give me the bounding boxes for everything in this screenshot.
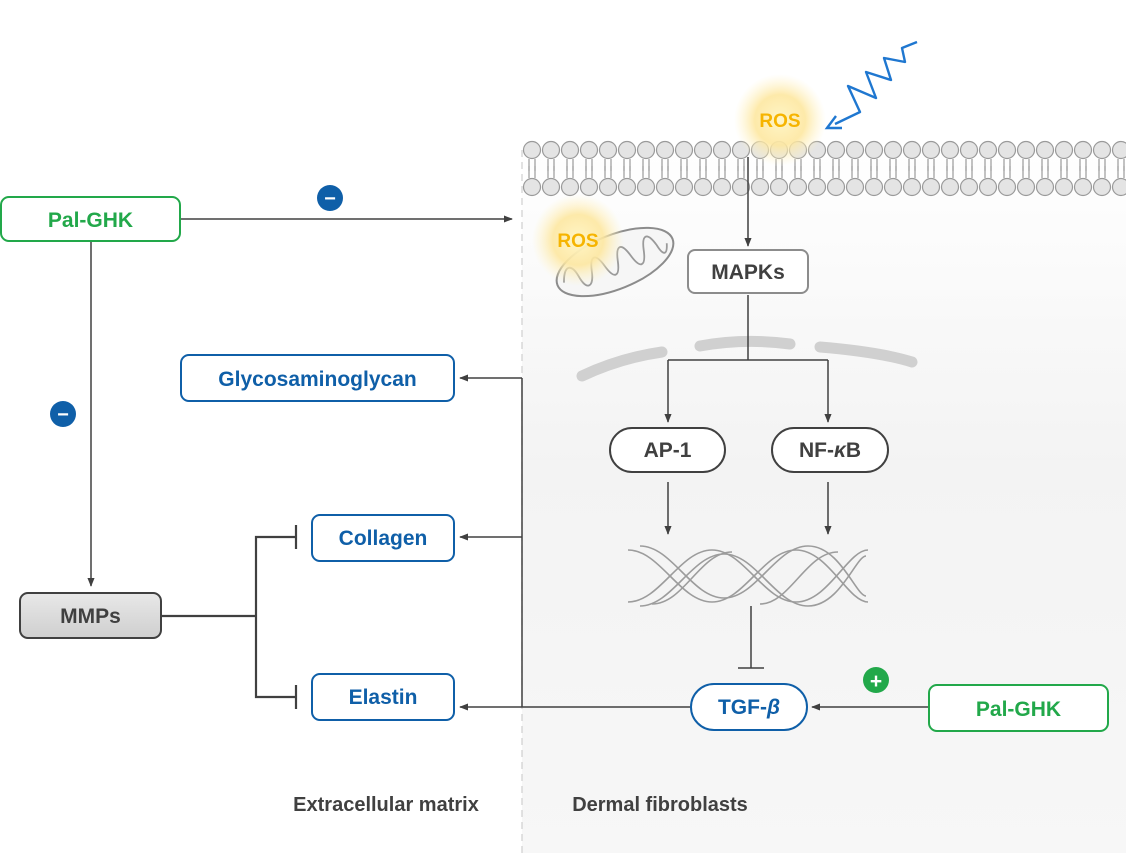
lipid-head [1054,140,1074,160]
svg-text:NF-κB: NF-κB [799,439,861,462]
ros-glow-membrane [734,74,826,166]
lipid-head [1073,177,1093,197]
svg-text:Elastin: Elastin [349,686,418,709]
node-pal-ghk-right: Pal-GHK [928,684,1109,732]
uv-radiation-icon [824,40,918,130]
lipid-head [864,140,884,160]
lipid-head [997,140,1017,160]
inhibit-badge-left: − [50,401,76,427]
connectors [87,157,928,711]
ros-label-mito: ROS [557,231,598,252]
dna-helix-icon [627,545,869,607]
lipid-head [1111,177,1126,197]
svg-text:−: − [57,404,69,426]
lipid-head [655,177,675,197]
lipid-head [560,140,580,160]
lipid-head [541,140,561,160]
node-nfkb: NF-κB [771,427,889,473]
node-glycosaminoglycan: Glycosaminoglycan [180,354,455,402]
lipid-head [560,177,580,197]
svg-text:+: + [870,670,882,693]
svg-text:Pal-GHK: Pal-GHK [48,209,133,232]
lipid-head [1092,177,1112,197]
svg-text:AP-1: AP-1 [644,439,692,462]
lipid-head [826,140,846,160]
label-dermal-fibroblasts: Dermal fibroblasts [572,794,748,816]
lipid-head [598,140,618,160]
lipid-head [617,140,637,160]
lipid-head [921,140,941,160]
node-pal-ghk-left: Pal-GHK [0,196,181,242]
lipid-head [940,177,960,197]
lipid-head [978,140,998,160]
lipid-head [902,177,922,197]
lipid-head [674,177,694,197]
node-elastin: Elastin [311,673,455,721]
lipid-head [598,177,618,197]
svg-text:TGF-β: TGF-β [718,696,780,719]
lipid-head [883,140,903,160]
lipid-head [579,177,599,197]
node-mapks: MAPKs [687,249,809,294]
lipid-head [883,177,903,197]
lipid-head [655,140,675,160]
lipid-head [769,177,789,197]
lipid-head [864,177,884,197]
promote-badge: + [863,667,889,693]
inhibit-badge-top: − [317,185,343,211]
svg-text:MMPs: MMPs [60,605,121,628]
svg-text:Collagen: Collagen [339,527,428,550]
lipid-head [712,140,732,160]
lipid-head [1054,177,1074,197]
lipid-head [788,177,808,197]
lipid-head [1073,140,1093,160]
node-mmps: MMPs [19,592,162,639]
lipid-head [845,177,865,197]
lipid-head [617,177,637,197]
lipid-head [1092,140,1112,160]
lipid-head [731,177,751,197]
svg-text:Glycosaminoglycan: Glycosaminoglycan [218,368,416,391]
lipid-head [750,177,770,197]
lipid-head [1035,177,1055,197]
ros-label-membrane: ROS [759,111,800,132]
node-ap1: AP-1 [609,427,726,473]
lipid-head [579,140,599,160]
lipid-head [636,177,656,197]
node-collagen: Collagen [311,514,455,562]
lipid-head [902,140,922,160]
lipid-head [826,177,846,197]
lipid-head [997,177,1017,197]
lipid-head [693,140,713,160]
lipid-head [940,140,960,160]
lipid-head [959,177,979,197]
svg-text:−: − [324,188,336,210]
lipid-head [1111,140,1126,160]
lipid-head [1035,140,1055,160]
lipid-head [1016,140,1036,160]
label-extracellular-matrix: Extracellular matrix [293,794,479,816]
lipid-head [693,177,713,197]
lipid-head [978,177,998,197]
svg-text:Pal-GHK: Pal-GHK [976,698,1061,721]
lipid-head [541,177,561,197]
svg-text:MAPKs: MAPKs [711,261,785,284]
node-tgf-beta: TGF-β [690,683,808,731]
lipid-head [807,177,827,197]
nuclear-envelope [576,335,918,382]
ros-glow-mito [532,194,624,286]
lipid-head [522,140,542,160]
lipid-head [959,140,979,160]
lipid-head [845,140,865,160]
lipid-head [921,177,941,197]
lipid-head [674,140,694,160]
lipid-head [712,177,732,197]
lipid-head [1016,177,1036,197]
lipid-head [522,177,542,197]
lipid-head [636,140,656,160]
